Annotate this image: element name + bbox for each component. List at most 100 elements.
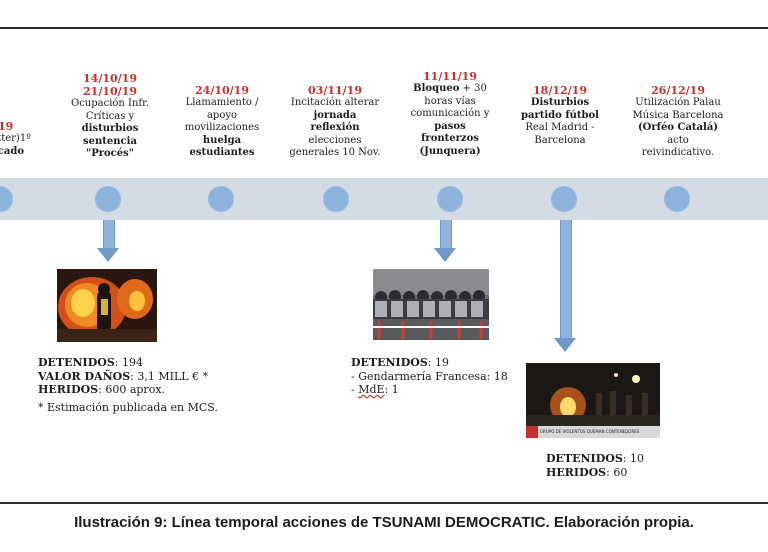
stats-block-3: DETENIDOS: 10 HERIDOS: 60 <box>546 452 644 479</box>
police-line-image <box>373 269 489 340</box>
police-line-photo <box>373 269 489 340</box>
stats-line: - MdE: 1 <box>351 383 508 397</box>
down-arrow-shaft <box>103 220 115 248</box>
event-text-line: icado <box>0 145 25 157</box>
down-arrow-icon <box>554 338 576 352</box>
timeline-dot <box>208 186 234 212</box>
timeline-event-2: 24/10/19 Llamamiento / apoyo movilizacio… <box>172 84 272 160</box>
stats-line: HERIDOS: 600 aprox. <box>38 383 218 397</box>
stats-value: : 3,1 MILL € * <box>130 369 209 383</box>
event-date: 24/10/19 <box>195 84 249 97</box>
bottom-rule <box>0 502 768 504</box>
event-text-line: Incitación alterar <box>290 97 380 108</box>
event-text-line: movilizaciones <box>184 122 260 133</box>
event-text-line: reflexión <box>310 122 360 133</box>
night-riot-image <box>526 363 660 438</box>
stats-label: HERIDOS <box>38 383 99 396</box>
event-text-line: Utilización Palau <box>635 97 721 108</box>
timeline-dot <box>0 186 13 212</box>
event-text-line: (Orféo Catalá) <box>637 122 719 133</box>
stats-label: DETENIDOS <box>351 356 428 369</box>
stats-line: DETENIDOS: 194 <box>38 356 218 370</box>
stats-value: : 60 <box>606 465 628 479</box>
event-text-line: pasos <box>434 120 466 132</box>
figure-caption: Ilustración 9: Línea temporal acciones d… <box>74 514 694 531</box>
down-arrow-shaft <box>440 220 452 248</box>
event-text-bold: Bloqueo <box>413 83 460 94</box>
event-text-line: Música Barcelona <box>632 109 724 121</box>
stats-underlined: MdE <box>358 383 385 396</box>
stats-prefix: - <box>351 383 359 396</box>
event-date: 18/12/19 <box>533 84 587 97</box>
event-text-line: Llamamiento / <box>185 97 259 108</box>
event-text-line: jornada <box>313 109 357 121</box>
event-text-line: elecciones <box>308 134 362 146</box>
stats-line: DETENIDOS: 19 <box>351 356 508 370</box>
event-text-line: apoyo <box>206 109 238 121</box>
event-date: 14/10/19 <box>83 72 137 85</box>
timeline-event-5: 18/12/19 Disturbios partido fútbol Real … <box>510 84 610 147</box>
event-text-line: Disturbios <box>530 97 590 108</box>
stats-value: : 600 aprox. <box>98 383 166 396</box>
photo-news-banner: GRUPO DE VIOLENTOS QUEMAN CONTENEDORES <box>540 429 640 434</box>
timeline-event-6: 26/12/19 Utilización Palau Música Barcel… <box>622 84 734 160</box>
stats-block-2: DETENIDOS: 19 - Gendarmería Francesa: 18… <box>351 356 508 397</box>
down-arrow-icon <box>97 248 119 262</box>
down-arrow-icon <box>434 248 456 262</box>
stats-block-1: DETENIDOS: 194 VALOR DAÑOS: 3,1 MILL € *… <box>38 356 218 414</box>
event-text-line: disturbios <box>81 123 139 134</box>
event-text-line: sentencia <box>83 135 137 147</box>
stats-line: - Gendarmería Francesa: 18 <box>351 369 508 383</box>
event-text-line: acto <box>667 134 689 146</box>
event-text-line: estudiantes <box>189 147 255 158</box>
timeline-event-4: 11/11/19 Bloqueo + 30 horas vías comunic… <box>398 70 502 158</box>
event-date: 03/11/19 <box>308 84 362 97</box>
stats-line: DETENIDOS: 10 <box>546 452 644 466</box>
event-text-line: Ocupación Infr. <box>71 98 149 109</box>
riot-fire-photo <box>57 269 157 342</box>
timeline-dot <box>323 186 349 212</box>
timeline-event-3: 03/11/19 Incitación alterar jornada refl… <box>282 84 388 160</box>
event-date: 21/10/19 <box>83 85 137 98</box>
event-text-line: itter)1º <box>0 133 31 144</box>
event-date: /19 <box>0 120 14 133</box>
stats-value: : 194 <box>114 356 143 369</box>
event-date: 26/12/19 <box>651 84 705 97</box>
event-date: 11/11/19 <box>423 70 477 83</box>
stats-label: HERIDOS <box>546 465 607 479</box>
event-text-normal: + 30 <box>459 83 487 94</box>
stats-label: VALOR DAÑOS <box>38 369 131 383</box>
stats-note: * Estimación publicada en MCS. <box>38 400 218 414</box>
top-rule <box>0 27 768 29</box>
event-text-line: huelga <box>202 134 242 146</box>
stats-value: : 10 <box>622 452 644 465</box>
stats-line: VALOR DAÑOS: 3,1 MILL € * <box>38 370 218 384</box>
timeline-dot <box>437 186 463 212</box>
event-text-line: comunicación y <box>410 108 490 119</box>
stats-line: HERIDOS: 60 <box>546 466 644 480</box>
event-text-line: fronterzos <box>421 133 479 144</box>
stats-value: : 1 <box>384 383 399 396</box>
event-text-line: "Procés" <box>86 148 134 159</box>
event-text-line: horas vías <box>424 95 476 107</box>
event-text-line: Real Madrid - <box>525 122 595 133</box>
riot-fire-image <box>57 269 157 342</box>
timeline-dot <box>551 186 577 212</box>
timeline-event-0: /19 itter)1º icado <box>0 120 31 158</box>
timeline-event-1: 14/10/19 21/10/19 Ocupación Infr. Crític… <box>60 72 160 161</box>
timeline-bar <box>0 178 768 220</box>
stats-label: DETENIDOS <box>546 452 623 465</box>
event-text-line: generales 10 Nov. <box>289 147 381 158</box>
stats-label: DETENIDOS <box>38 356 115 369</box>
timeline-dot <box>664 186 690 212</box>
night-riot-photo: GRUPO DE VIOLENTOS QUEMAN CONTENEDORES <box>526 363 660 438</box>
event-text-line: Barcelona <box>534 134 586 146</box>
timeline-dot <box>95 186 121 212</box>
down-arrow-shaft <box>560 220 572 338</box>
event-text-line: Críticas y <box>85 110 135 122</box>
event-text-line: Bloqueo + 30 <box>398 83 502 96</box>
event-text-line: (Junquera) <box>419 145 481 157</box>
event-text-line: reivindicativo. <box>641 147 715 158</box>
event-text-line: partido fútbol <box>521 109 599 121</box>
stats-value: : 19 <box>427 356 449 369</box>
